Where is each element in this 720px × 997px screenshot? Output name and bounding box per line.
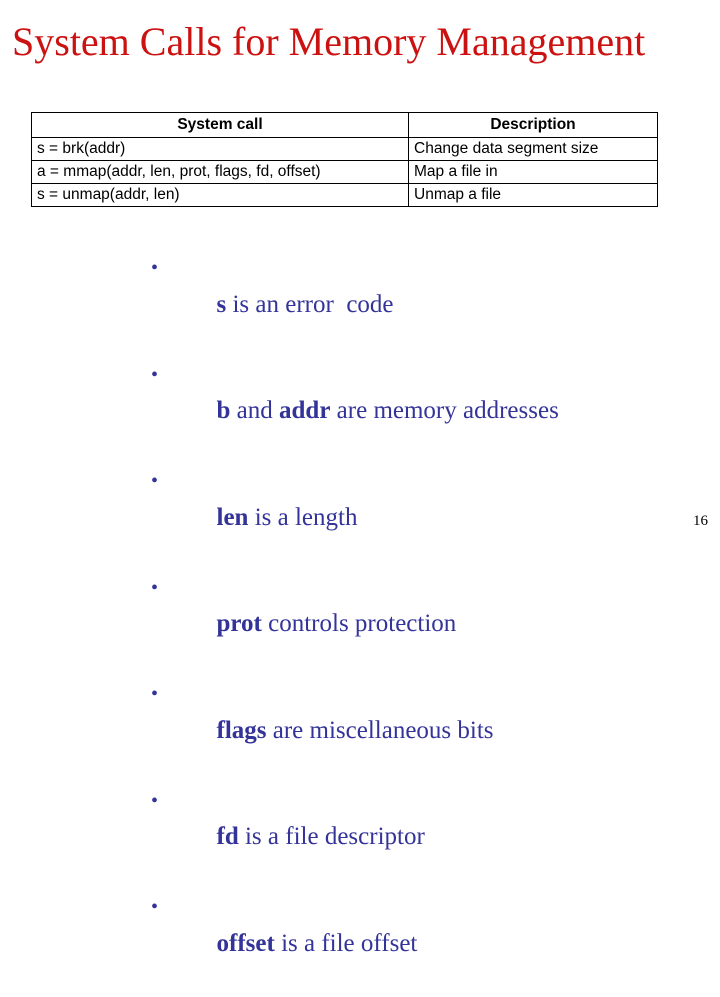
bullet-term: fd — [216, 823, 239, 850]
cell-description: Change data segment size — [408, 137, 658, 161]
bullet-point-icon: • — [151, 789, 159, 812]
cell-description: Unmap a file — [408, 183, 658, 207]
list-item: • len is a length — [148, 464, 559, 571]
bullet-text: is a length — [248, 503, 358, 531]
bullet-text: is a file descriptor — [238, 823, 425, 850]
bullet-point-icon: • — [151, 257, 159, 279]
list-item: • s is an error code — [148, 251, 559, 358]
bullet-term: flags — [216, 716, 267, 744]
list-item: • flags are miscellaneous bits — [148, 677, 559, 784]
parameter-bullet-list: • s is an error code • b and addr are memo… — [148, 251, 559, 997]
bullet-point-icon: • — [151, 470, 159, 492]
column-header-system-call: System call — [31, 112, 409, 138]
bullet-text: and — [230, 397, 280, 424]
list-item: • prot controls protection — [148, 571, 559, 678]
cell-description: Map a file in — [408, 160, 658, 184]
bullet-term-secondary: addr — [279, 397, 331, 424]
list-item: • b and addr are memory addresses — [148, 358, 559, 465]
table-header-row: System call Description — [31, 112, 658, 138]
table-row: s = unmap(addr, len) Unmap a file — [31, 183, 658, 207]
cell-system-call: a = mmap(addr, len, prot, flags, fd, off… — [31, 160, 409, 184]
bullet-term: prot — [216, 610, 262, 637]
bullet-text: controls protection — [261, 610, 457, 637]
bullet-text: is an error code — [226, 290, 394, 318]
bullet-text: is a file offset — [274, 929, 418, 957]
bullet-point-icon: • — [151, 363, 159, 386]
page-number: 16 — [693, 513, 708, 529]
page-title: System Calls for Memory Management — [12, 19, 646, 64]
cell-system-call: s = unmap(addr, len) — [31, 183, 409, 207]
bullet-term: s — [216, 290, 227, 318]
bullet-point-icon: • — [151, 576, 159, 599]
table-row: s = brk(addr) Change data segment size — [31, 137, 658, 161]
bullet-term: len — [216, 503, 249, 531]
bullet-point-icon: • — [151, 896, 159, 918]
list-item: • fd is a file descriptor — [148, 784, 559, 891]
bullet-text: are miscellaneous bits — [266, 716, 494, 744]
bullet-text: are memory addresses — [330, 397, 559, 424]
cell-system-call: s = brk(addr) — [31, 137, 409, 161]
slide-canvas: System Calls for Memory Management Syste… — [12, 19, 708, 957]
list-item: • offset is a file offset — [148, 890, 559, 997]
bullet-term: b — [216, 397, 231, 424]
bullet-term: offset — [216, 929, 275, 957]
column-header-description: Description — [408, 112, 658, 138]
system-calls-table: System call Description s = brk(addr) Ch… — [31, 112, 658, 207]
table-row: a = mmap(addr, len, prot, flags, fd, off… — [31, 160, 658, 184]
bullet-point-icon: • — [151, 683, 159, 705]
